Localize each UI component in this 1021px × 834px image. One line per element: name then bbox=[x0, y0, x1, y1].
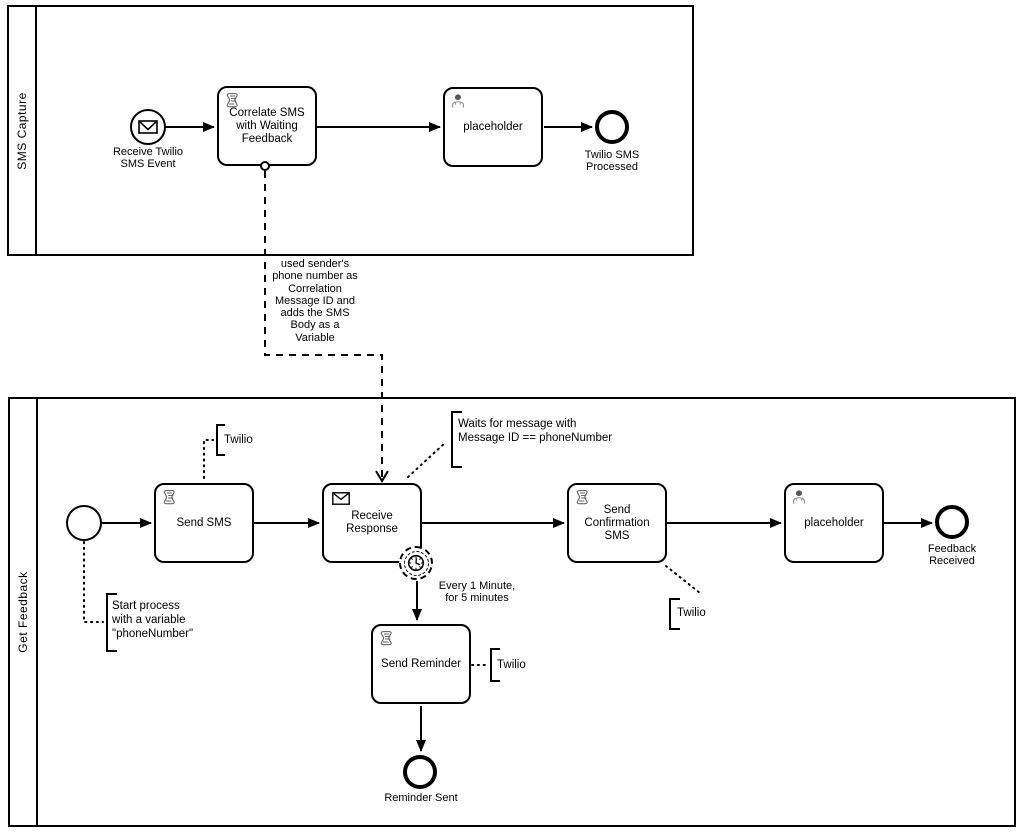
task-label: placeholder bbox=[463, 120, 523, 133]
bracket-start-note bbox=[106, 593, 117, 652]
task-label: Correlate SMS with Waiting Feedback bbox=[229, 106, 305, 145]
bracket-twilio-confirmation bbox=[669, 598, 680, 630]
task-label: placeholder bbox=[804, 516, 864, 529]
label-feedback-received: Feedback Received bbox=[927, 543, 977, 567]
script-scroll-icon bbox=[576, 490, 588, 505]
task-send-confirmation-sms: Send Confirmation SMS bbox=[567, 483, 667, 563]
task-placeholder-bottom: placeholder bbox=[784, 483, 884, 563]
envelope-icon bbox=[138, 120, 158, 134]
correlation-association bbox=[264, 171, 389, 483]
task-correlate-sms: Correlate SMS with Waiting Feedback bbox=[217, 86, 317, 166]
end-event-reminder-sent bbox=[403, 755, 437, 789]
pool-band-sms-capture: SMS Capture bbox=[9, 7, 37, 254]
end-event-twilio-sms-processed bbox=[595, 110, 629, 144]
user-icon bbox=[793, 490, 805, 504]
bracket-twilio-reminder bbox=[490, 648, 500, 682]
annotation-waits-for-message: Waits for message with Message ID == pho… bbox=[458, 418, 613, 444]
pool-band-get-feedback: Get Feedback bbox=[10, 399, 38, 825]
bracket-waits-note bbox=[451, 411, 462, 468]
task-label: Send SMS bbox=[176, 516, 232, 529]
script-scroll-icon bbox=[380, 631, 392, 646]
script-scroll-icon bbox=[163, 490, 175, 505]
end-event-feedback-received bbox=[935, 505, 969, 539]
pool-get-feedback: Get Feedback bbox=[8, 397, 1016, 827]
script-scroll-icon bbox=[226, 93, 238, 108]
annotation-correlation-note: used sender's phone number as Correlatio… bbox=[272, 258, 358, 344]
task-send-reminder: Send Reminder bbox=[371, 624, 471, 704]
task-placeholder-top: placeholder bbox=[443, 87, 543, 167]
timer-boundary-event bbox=[399, 546, 433, 580]
label-reminder-sent: Reminder Sent bbox=[384, 792, 458, 804]
label-twilio-sms-processed: Twilio SMS Processed bbox=[584, 149, 640, 173]
assoc-twilio-confirmation bbox=[665, 565, 701, 594]
envelope-icon bbox=[332, 492, 350, 505]
clock-icon bbox=[407, 554, 425, 572]
label-timer-flow: Every 1 Minute, for 5 minutes bbox=[438, 580, 516, 604]
task-label: Send Confirmation SMS bbox=[584, 503, 650, 542]
bracket-twilio-send-sms bbox=[216, 424, 225, 456]
annotation-twilio-send-sms: Twilio bbox=[224, 434, 253, 446]
task-label: Send Reminder bbox=[381, 657, 461, 670]
assoc-twilio-send-sms bbox=[203, 439, 214, 479]
start-event-get-feedback bbox=[66, 505, 102, 541]
task-send-sms: Send SMS bbox=[154, 483, 254, 563]
label-receive-twilio-sms-event: Receive Twilio SMS Event bbox=[112, 146, 184, 170]
timer-inner-ring bbox=[403, 550, 429, 576]
pool-sms-capture: SMS Capture bbox=[7, 5, 694, 256]
annotation-twilio-confirmation: Twilio bbox=[677, 607, 706, 619]
association-anchor-dot bbox=[260, 161, 270, 171]
assoc-start-note bbox=[83, 541, 104, 623]
annotation-associations bbox=[83, 439, 701, 666]
annotation-brackets bbox=[106, 411, 680, 682]
pool-label-sms-capture: SMS Capture bbox=[15, 91, 29, 170]
annotation-start-process: Start process with a variable "phoneNumb… bbox=[112, 600, 194, 640]
events bbox=[66, 109, 969, 789]
annotation-twilio-reminder: Twilio bbox=[497, 659, 526, 671]
sequence-flows bbox=[102, 122, 933, 752]
task-label: Receive Response bbox=[346, 510, 398, 535]
open-arrowhead bbox=[375, 470, 389, 483]
pool-label-get-feedback: Get Feedback bbox=[16, 571, 30, 653]
user-icon bbox=[452, 94, 464, 108]
dashed-association-line bbox=[264, 171, 383, 480]
